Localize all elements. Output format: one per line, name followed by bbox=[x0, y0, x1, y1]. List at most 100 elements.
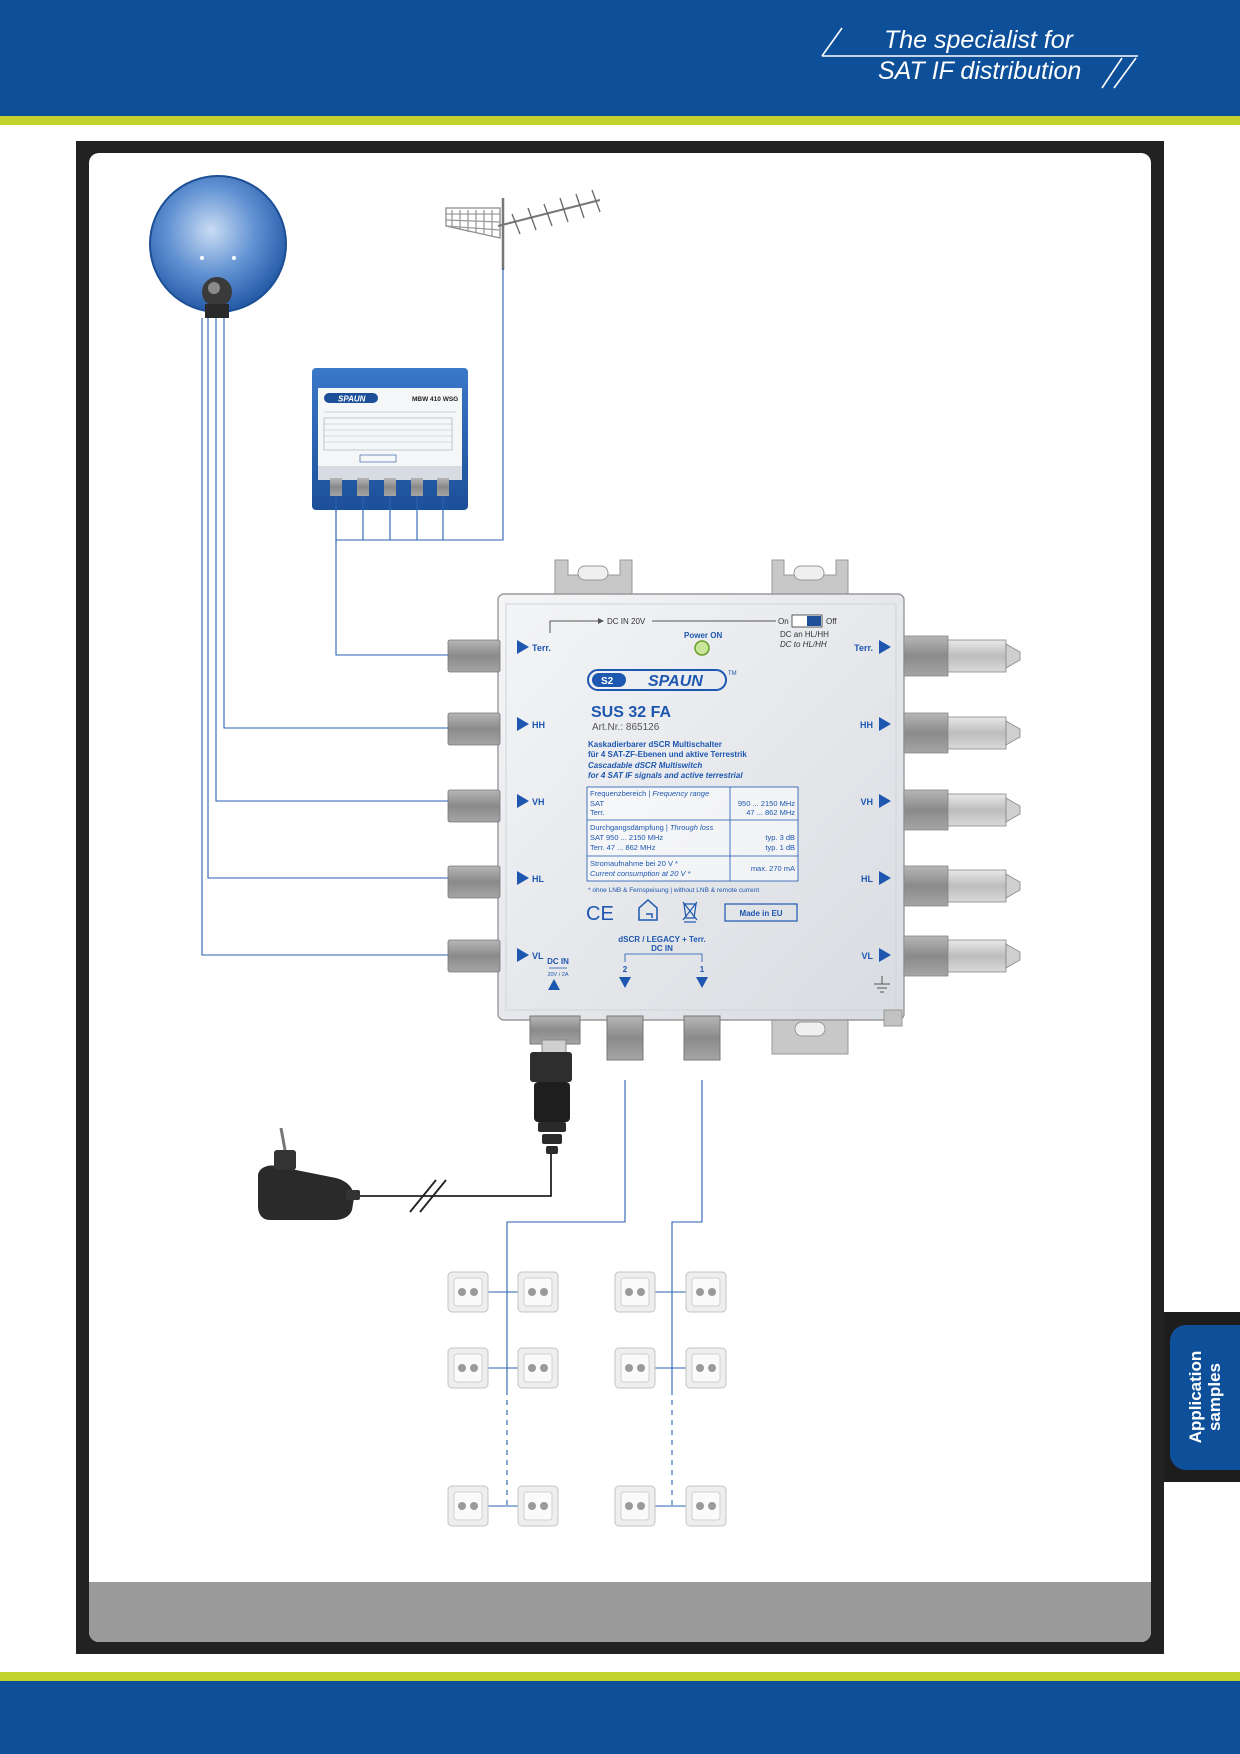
input-arrow-icon bbox=[517, 717, 529, 731]
wall-socket-icon bbox=[614, 1485, 656, 1527]
dc-toggle-switch bbox=[791, 614, 823, 628]
splitter-brand: SPAUN bbox=[338, 395, 366, 404]
tagline-decoration bbox=[821, 27, 1138, 89]
description-de-line2: für 4 SAT-ZF-Ebenen und aktive Terrestri… bbox=[588, 750, 747, 759]
dc-note-de: DC an HL/HH bbox=[780, 630, 829, 639]
input-arrow-icon bbox=[517, 640, 529, 654]
power-led-icon bbox=[694, 640, 710, 656]
output-label-vl: VL bbox=[861, 951, 873, 961]
header-stripe bbox=[0, 116, 1240, 125]
made-in-text: Made in EU bbox=[739, 909, 782, 918]
output-terminators bbox=[903, 635, 1021, 977]
switch-off-label: Off bbox=[826, 617, 837, 626]
wall-socket-icon bbox=[685, 1271, 727, 1313]
dscr-dc-in-label: DC IN bbox=[651, 944, 673, 953]
input-label-terr: Terr. bbox=[532, 643, 551, 653]
tagline-line2: SAT IF distribution bbox=[878, 57, 1082, 85]
spec-row3-value: max. 270 mA bbox=[751, 864, 795, 873]
wall-socket-icon bbox=[447, 1347, 489, 1389]
spec-row1-line2: Terr. bbox=[590, 808, 605, 817]
dscr-outputs-label: dSCR / LEGACY + Terr. bbox=[618, 935, 706, 944]
output-label-hh: HH bbox=[860, 720, 873, 730]
description-en-line1: Cascadable dSCR Multiswitch bbox=[588, 761, 702, 770]
spec-row3-label-de: Stromaufnahme bei 20 V * bbox=[590, 859, 678, 868]
spec-row3-label-en: Current consumption at 20 V * bbox=[590, 869, 692, 878]
wall-socket-icon bbox=[614, 1271, 656, 1313]
wall-socket-icon bbox=[614, 1347, 656, 1389]
dc-in-rating: 20V / 2A bbox=[547, 972, 568, 978]
output-arrow-icon bbox=[879, 717, 891, 731]
output-label-hl: HL bbox=[861, 874, 873, 884]
dc-power-plug bbox=[530, 1052, 572, 1154]
input-label-hh: HH bbox=[532, 720, 545, 730]
wall-socket-icon bbox=[517, 1347, 559, 1389]
wall-socket-icon bbox=[685, 1347, 727, 1389]
input-arrow-icon bbox=[517, 871, 529, 885]
power-adapter-icon bbox=[258, 1127, 360, 1220]
spec-row2-label: Durchgangsdämpfung | Through loss bbox=[590, 823, 714, 832]
input-label-vh: VH bbox=[532, 797, 545, 807]
wall-socket-icon bbox=[685, 1485, 727, 1527]
spec-row2-line2: Terr. 47 ... 862 MHz bbox=[590, 843, 656, 852]
footer-bar bbox=[0, 1681, 1240, 1754]
output-port-2-label: 2 bbox=[623, 965, 628, 974]
output-arrow-icon bbox=[879, 640, 891, 654]
dc-in-arrow-icon bbox=[548, 979, 560, 990]
terrestrial-antenna-icon bbox=[445, 189, 601, 270]
weee-bin-icon bbox=[682, 901, 698, 923]
output-label-vh: VH bbox=[860, 797, 873, 807]
description-de-line1: Kaskadierbarer dSCR Multischalter bbox=[588, 740, 722, 749]
spec-row2-value2: typ. 1 dB bbox=[765, 843, 795, 852]
wall-socket-icon bbox=[447, 1271, 489, 1313]
side-tab-line1: Application bbox=[1186, 1350, 1205, 1444]
satellite-dish-icon bbox=[149, 175, 287, 318]
article-number: Art.Nr.: 865126 bbox=[592, 722, 660, 733]
footer-stripe bbox=[0, 1672, 1240, 1681]
spaun-brand-text: SPAUN bbox=[648, 673, 703, 690]
side-tab-line2: samples bbox=[1205, 1362, 1224, 1432]
wall-socket-icon bbox=[447, 1485, 489, 1527]
dc-in-top-label: DC IN 20V bbox=[607, 617, 646, 626]
ce-mark-icon: CE bbox=[586, 903, 614, 925]
dc-power-cable bbox=[360, 1154, 552, 1213]
input-label-vl: VL bbox=[532, 951, 544, 961]
spec-table bbox=[586, 786, 799, 882]
spaun-logo: S2 SPAUN TM bbox=[587, 669, 737, 691]
svg-text:TM: TM bbox=[728, 671, 737, 677]
dc-note-en: DC to HL/HH bbox=[780, 640, 827, 649]
spec-row1-label: Frequenzbereich | Frequency range bbox=[590, 789, 709, 798]
application-samples-tab[interactable] bbox=[1170, 1325, 1240, 1470]
dc-routing-line bbox=[549, 620, 776, 633]
power-on-label: Power ON bbox=[684, 631, 722, 640]
input-arrow-icon bbox=[517, 948, 529, 962]
spec-footnote: * ohne LNB & Fernspeisung | without LNB … bbox=[588, 887, 759, 894]
tagline-line1: The specialist for bbox=[884, 26, 1073, 54]
port-1-arrow-icon bbox=[696, 977, 708, 988]
port-2-arrow-icon bbox=[619, 977, 631, 988]
spec-row1-value1: 950 ... 2150 MHz bbox=[738, 799, 795, 808]
model-name: SUS 32 FA bbox=[591, 704, 671, 721]
input-label-hl: HL bbox=[532, 874, 544, 884]
splitter-model: MBW 410 WSG bbox=[412, 396, 458, 403]
multiband-splitter: SPAUN MBW 410 WSG bbox=[312, 368, 468, 510]
spec-row2-value1: typ. 3 dB bbox=[765, 833, 795, 842]
panel-bottom-bar bbox=[89, 1582, 1151, 1642]
spec-row1-line1: SAT bbox=[590, 799, 604, 808]
ground-icon bbox=[874, 976, 890, 993]
input-connectors bbox=[447, 639, 501, 973]
output-arrow-icon bbox=[879, 871, 891, 885]
svg-text:S2: S2 bbox=[601, 676, 614, 687]
bottom-connectors bbox=[529, 1015, 721, 1061]
output-port-1-label: 1 bbox=[700, 965, 705, 974]
header-bar bbox=[0, 0, 1240, 116]
made-in-badge bbox=[724, 903, 798, 922]
spec-row1-value2: 47 ... 862 MHz bbox=[746, 808, 795, 817]
indoor-use-icon bbox=[638, 898, 658, 921]
spec-row2-line1: SAT 950 ... 2150 MHz bbox=[590, 833, 663, 842]
output-arrow-icon bbox=[879, 794, 891, 808]
description-en-line2: for 4 SAT IF signals and active terrestr… bbox=[588, 771, 743, 780]
input-arrow-icon bbox=[517, 794, 529, 808]
dc-in-bottom-label: DC IN bbox=[547, 957, 569, 966]
output-label-terr: Terr. bbox=[854, 643, 873, 653]
